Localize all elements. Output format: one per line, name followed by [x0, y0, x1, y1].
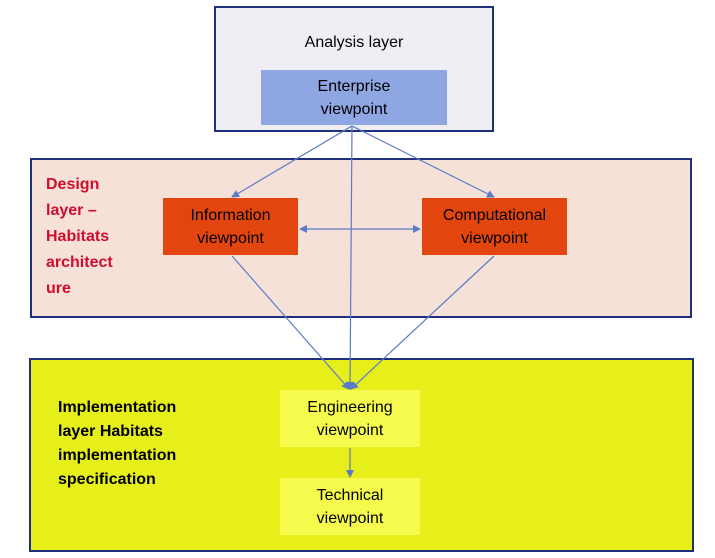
implementation-layer-title: Implementation layer Habitats implementa…	[58, 399, 177, 488]
information-viewpoint-box: Information viewpoint	[163, 198, 298, 255]
engineering-viewpoint-box: Engineering viewpoint	[280, 390, 420, 447]
computational-viewpoint-box: Computational viewpoint	[422, 198, 567, 255]
design-layer-title: Design layer – Habitats architect ure	[46, 176, 113, 297]
enterprise-viewpoint-box: Enterprise viewpoint	[261, 70, 447, 125]
technical-viewpoint-box: Technical viewpoint	[280, 478, 420, 535]
analysis-layer-title: Analysis layer	[304, 34, 404, 51]
